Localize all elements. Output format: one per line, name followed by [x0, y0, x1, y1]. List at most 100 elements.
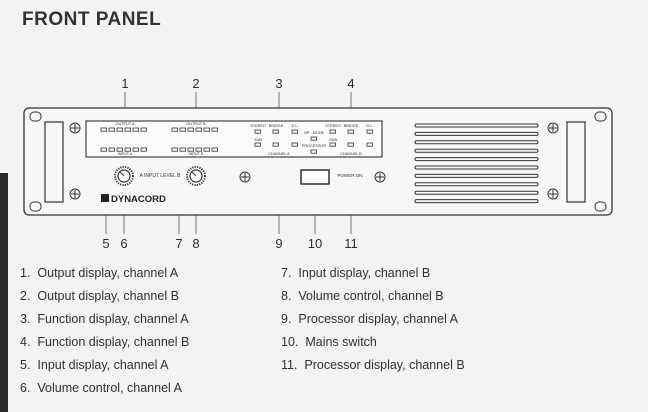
function-led [347, 129, 354, 134]
legend-text: Volume control, channel B [298, 289, 444, 303]
callout-11: 11 [344, 236, 358, 251]
function-led [254, 129, 261, 134]
legend-right-column: 7. Input display, channel B 8. Volume co… [281, 262, 465, 377]
legend-item: 10. Mains switch [281, 331, 465, 354]
mode-led [310, 136, 317, 141]
legend-text: Volume control, channel A [37, 381, 182, 395]
label-sub-b: SUB [329, 138, 337, 142]
callout-9: 9 [275, 236, 282, 251]
callout-6: 6 [120, 236, 127, 251]
legend-text: Function display, channel A [37, 312, 189, 326]
label-channel-a: CHANNEL A [268, 152, 290, 156]
legend-item: 5. Input display, channel A [20, 354, 189, 377]
legend-item: 4. Function display, channel B [20, 331, 189, 354]
processor-led [272, 142, 279, 147]
input-led-a [116, 147, 123, 152]
label-bridge-b: BRIDGE [344, 124, 359, 128]
legend-item: 2. Output display, channel B [20, 285, 189, 308]
label-power-on: POWER ON [337, 173, 362, 178]
screw-center-right-icon [374, 171, 386, 183]
label-stereo-a: STEREO [250, 124, 266, 128]
screw-right-icon [547, 122, 559, 134]
dynacord-logo: DYNACORD [101, 194, 166, 205]
legend-item: 8. Volume control, channel B [281, 285, 465, 308]
input-led-b [171, 147, 178, 152]
label-output-a: OUTPUT A [116, 122, 135, 126]
function-led [291, 129, 298, 134]
processor-led [329, 142, 336, 147]
legend-item: 6. Volume control, channel A [20, 377, 189, 400]
callout-1: 1 [121, 76, 128, 91]
label-bridge-a: BRIDGE [269, 124, 284, 128]
input-led-a [108, 147, 115, 152]
label-input-level: A INPUT LEVEL B [140, 173, 182, 179]
input-led-b [187, 147, 194, 152]
input-led-b [203, 147, 210, 152]
handle-right [566, 121, 586, 203]
rack-slot-top-right [594, 111, 607, 122]
callout-10: 10 [308, 236, 322, 251]
page-title: FRONT PANEL [22, 9, 162, 30]
grille-slot [414, 173, 539, 178]
led-array [100, 127, 373, 154]
input-led-b [179, 147, 186, 152]
handle-left [44, 121, 64, 203]
rack-slot-top-left [29, 111, 42, 122]
rack-slot-bottom-right [594, 201, 607, 212]
legend-text: Input display, channel A [37, 358, 169, 372]
legend-item: 9. Processor display, channel A [281, 308, 465, 331]
callout-4: 4 [347, 76, 354, 91]
input-led-a [132, 147, 139, 152]
legend-text: Output display, channel B [37, 289, 179, 303]
mains-switch[interactable] [300, 169, 330, 185]
processor-led [254, 142, 261, 147]
legend-number: 7. [281, 266, 292, 280]
screw-right-lower-icon [547, 188, 559, 200]
grille-slot [414, 148, 539, 153]
output-led-a [140, 127, 147, 132]
legend-number: 3. [20, 312, 31, 326]
grille-slot [414, 123, 539, 128]
output-led-a [124, 127, 131, 132]
input-led-a [124, 147, 131, 152]
legend-number: 10. [281, 335, 299, 349]
label-processor: PROCESSOR [302, 144, 327, 148]
callout-2: 2 [192, 76, 199, 91]
function-led [329, 129, 336, 134]
legend-text: Input display, channel B [298, 266, 431, 280]
legend-number: 5. [20, 358, 31, 372]
screw-left-icon [69, 122, 81, 134]
volume-knob-b[interactable] [186, 166, 206, 186]
legend-text: Function display, channel B [37, 335, 190, 349]
legend-number: 6. [20, 381, 31, 395]
ventilation-grille [414, 123, 539, 204]
callout-7: 7 [175, 236, 182, 251]
input-led-b [195, 147, 202, 152]
output-led-b [171, 127, 178, 132]
processor-led [347, 142, 354, 147]
callout-3: 3 [275, 76, 282, 91]
legend-item: 1. Output display, channel A [20, 262, 189, 285]
grille-slot [414, 157, 539, 162]
output-led-a [108, 127, 115, 132]
legend-number: 9. [281, 312, 292, 326]
legend-number: 8. [281, 289, 292, 303]
output-led-a [132, 127, 139, 132]
callout-8: 8 [192, 236, 199, 251]
label-input-a: INPUT A [118, 152, 133, 156]
function-led [366, 129, 373, 134]
legend-text: Processor display, channel A [298, 312, 458, 326]
label-stereo-b: STEREO [325, 124, 341, 128]
legend-number: 2. [20, 289, 31, 303]
input-led-b [211, 147, 218, 152]
label-input-b: INPUT B [189, 152, 204, 156]
output-led-b [179, 127, 186, 132]
legend-text: Processor display, channel B [304, 358, 465, 372]
output-led-b [211, 127, 218, 132]
output-led-b [187, 127, 194, 132]
volume-knob-a[interactable] [114, 166, 134, 186]
grille-slot [414, 199, 539, 204]
left-edge-shadow [0, 173, 8, 412]
function-led [272, 129, 279, 134]
